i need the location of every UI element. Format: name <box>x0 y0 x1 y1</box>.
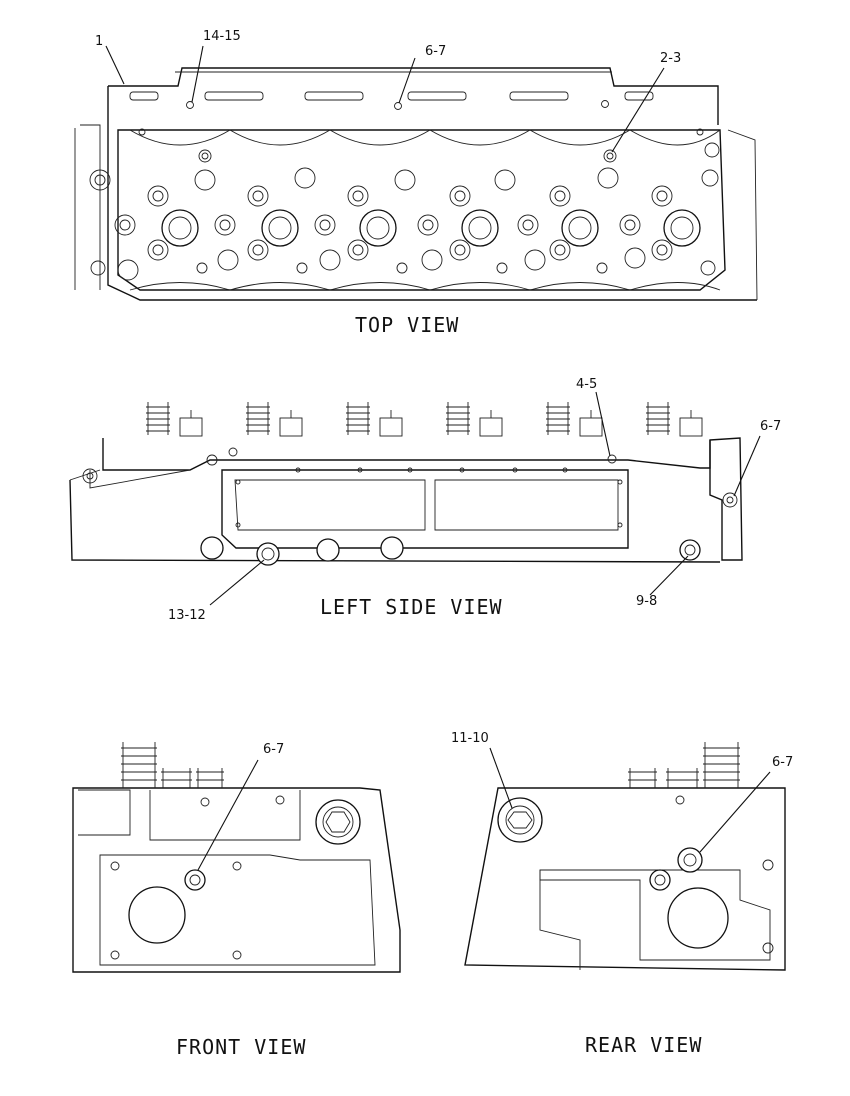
front-view-label: FRONT VIEW <box>176 1035 306 1059</box>
callout-13-12: 13-12 <box>168 608 206 623</box>
top-view-drawing <box>74 45 758 301</box>
callout-6-7-top: 6-7 <box>425 44 446 59</box>
callout-6-7-rear: 6-7 <box>772 755 793 770</box>
callout-14-15: 14-15 <box>203 29 241 44</box>
rear-view-drawing <box>464 742 786 971</box>
callout-labels: 1 14-15 6-7 2-3 4-5 6-7 13-12 9-8 6-7 11… <box>95 29 793 770</box>
top-view-label: TOP VIEW <box>355 313 459 337</box>
callout-4-5: 4-5 <box>576 377 597 392</box>
callout-11-10: 11-10 <box>451 731 489 746</box>
left-side-view-drawing <box>69 391 761 606</box>
callout-9-8: 9-8 <box>636 594 657 609</box>
callout-1: 1 <box>95 34 103 49</box>
rear-view-label: REAR VIEW <box>585 1033 702 1057</box>
front-view-drawing <box>72 742 401 973</box>
view-labels: TOP VIEW LEFT SIDE VIEW FRONT VIEW REAR … <box>176 313 702 1059</box>
left-side-view-label: LEFT SIDE VIEW <box>320 595 503 619</box>
callout-6-7-front: 6-7 <box>263 742 284 757</box>
callout-2-3: 2-3 <box>660 51 681 66</box>
callout-6-7-left: 6-7 <box>760 419 781 434</box>
